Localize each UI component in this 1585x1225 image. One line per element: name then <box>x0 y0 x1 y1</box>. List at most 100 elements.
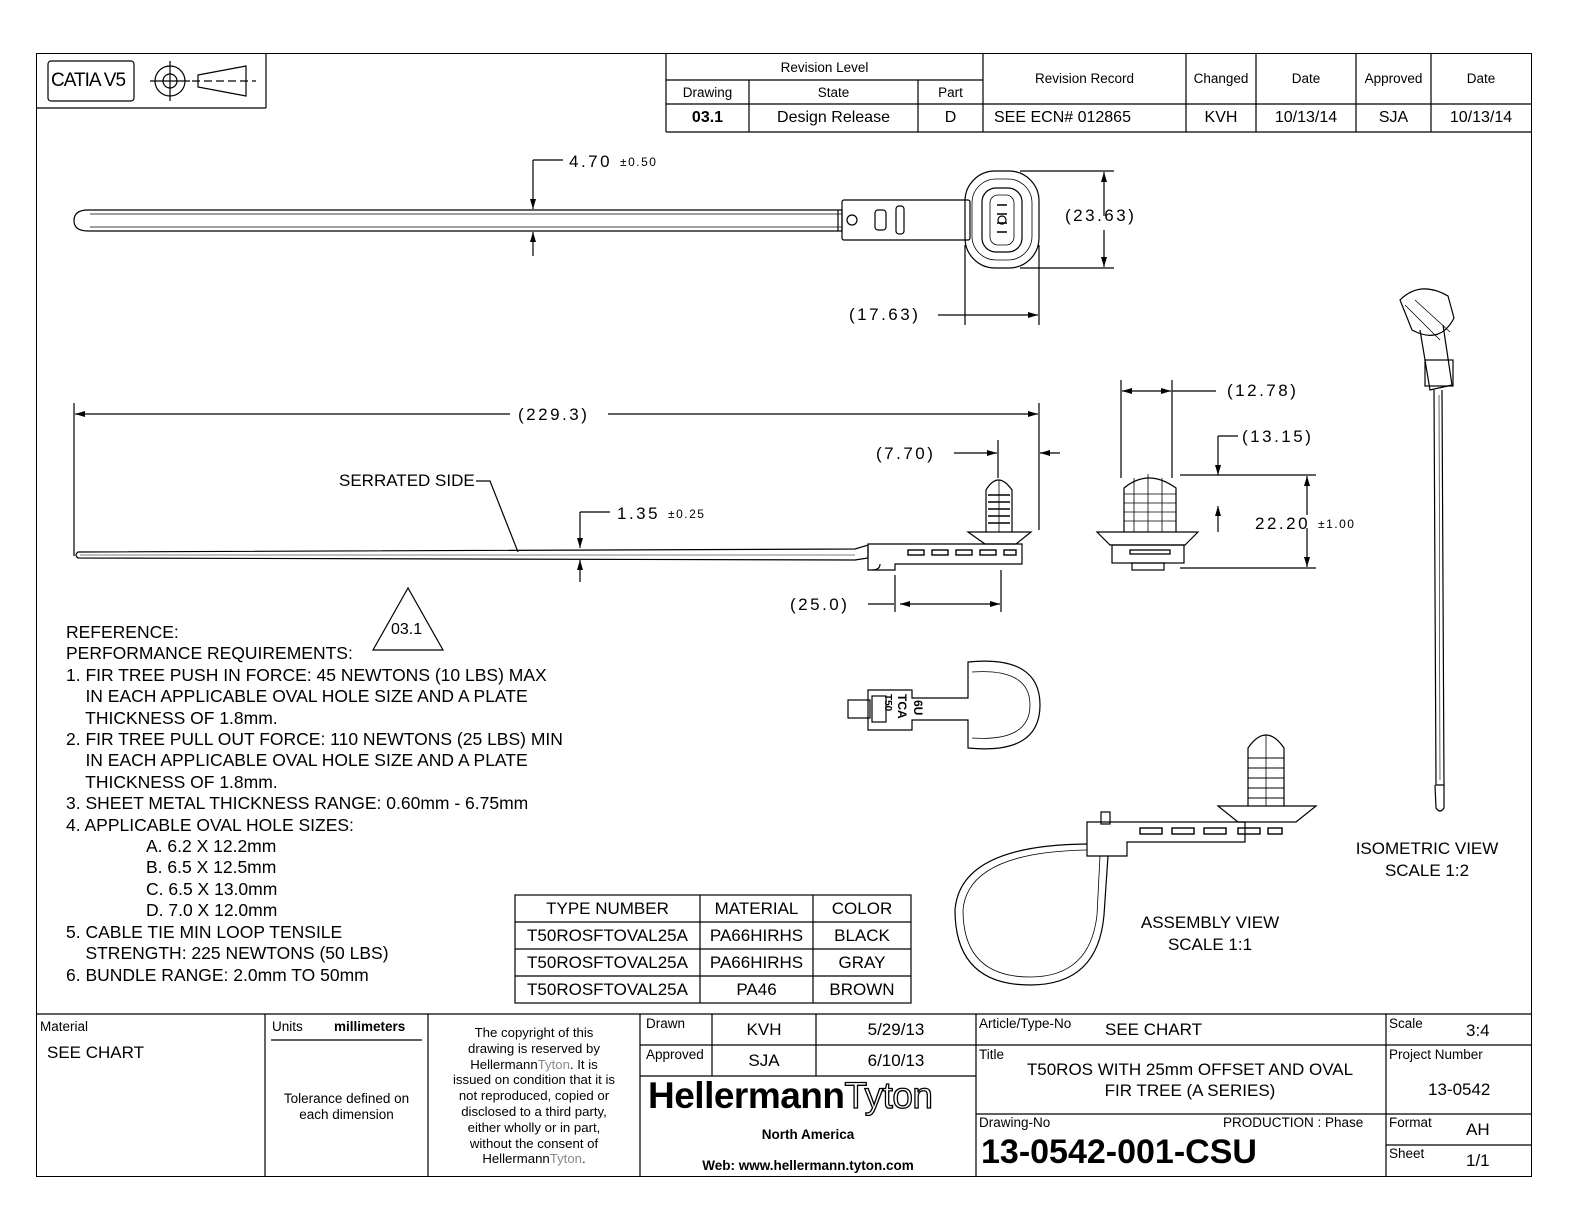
title-label: Title <box>979 1047 1005 1062</box>
assembly-view <box>954 734 1318 986</box>
revision-record-label: Revision Record <box>1034 71 1135 86</box>
drawing-value: 03.1 <box>691 109 724 126</box>
drawing-label: Drawing <box>682 85 733 100</box>
note-line: 1. FIR TREE PUSH IN FORCE: 45 NEWTONS (1… <box>66 664 547 685</box>
approved-by-label: Approved <box>646 1047 704 1062</box>
note-line: PERFORMANCE REQUIREMENTS: <box>66 643 353 664</box>
dim-head-height: (23.63) <box>1065 206 1137 225</box>
changed-label: Changed <box>1193 71 1249 86</box>
table-cell: GRAY <box>838 953 886 972</box>
title-block-lines <box>36 1013 1532 1177</box>
copyright-line: disclosed to a third party, <box>461 1103 607 1119</box>
note-line: THICKNESS OF 1.8mm. <box>66 707 278 728</box>
note-line: IN EACH APPLICABLE OVAL HOLE SIZE AND A … <box>66 750 528 771</box>
dim-tree-width-b: (13.15) <box>1242 427 1314 446</box>
units-value: millimeters <box>334 1019 406 1034</box>
note-line: 4. APPLICABLE OVAL HOLE SIZES: <box>66 814 354 835</box>
copyright-company: Hellermann <box>470 1056 538 1072</box>
copyright-line: The copyright of this <box>474 1025 594 1040</box>
performance-notes: REFERENCE: PERFORMANCE REQUIREMENTS: 1. … <box>66 622 563 986</box>
note-line: C. 6.5 X 13.0mm <box>146 878 278 899</box>
dim-tree-width-a: (12.78) <box>1227 381 1299 400</box>
material-label: Material <box>40 1019 89 1034</box>
project-number-label: Project Number <box>1389 1047 1483 1062</box>
assembly-view-scale: SCALE 1:1 <box>1167 935 1253 954</box>
part-label: Part <box>938 85 963 100</box>
drawn-date: 5/29/13 <box>867 1020 925 1039</box>
copyright-line: without the consent of <box>469 1135 599 1151</box>
article-label: Article/Type-No <box>979 1016 1072 1031</box>
head-bottom-view <box>847 660 1041 750</box>
copyright-line: issued on condition that it is <box>452 1072 615 1088</box>
copyright-line: either wholly or in part, <box>467 1119 601 1135</box>
table-cell: BROWN <box>829 980 895 999</box>
head-marking-2: TCA <box>895 694 909 719</box>
note-line: 5. CABLE TIE MIN LOOP TENSILE <box>66 921 343 942</box>
table-header-type: TYPE NUMBER <box>546 899 669 918</box>
note-line: REFERENCE: <box>66 622 179 642</box>
assembly-view-title: ASSEMBLY VIEW <box>1140 913 1280 932</box>
note-line: 6. BUNDLE RANGE: 2.0mm TO 50mm <box>66 964 369 985</box>
table-cell: T50ROSFTOVAL25A <box>527 953 688 972</box>
scale-label: Scale <box>1389 1016 1423 1031</box>
note-line: STRENGTH: 225 NEWTONS (50 LBS) <box>66 943 389 964</box>
phase-label: PRODUCTION : Phase <box>1223 1115 1364 1130</box>
sheet-value: 1/1 <box>1466 1151 1490 1170</box>
table-cell: BLACK <box>834 926 890 945</box>
table-header-material: MATERIAL <box>714 899 799 918</box>
top-view <box>73 159 1114 325</box>
note-line: IN EACH APPLICABLE OVAL HOLE SIZE AND A … <box>66 686 528 707</box>
part-value: D <box>944 109 957 126</box>
changed-value: KVH <box>1204 109 1238 126</box>
company-logo: HellermannTyton <box>648 1074 934 1117</box>
catia-label: CATIA V5 <box>51 70 126 91</box>
region-label: North America <box>761 1127 855 1142</box>
table-cell: T50ROSFTOVAL25A <box>527 926 688 945</box>
dim-thickness-top-tol: ±0.50 <box>620 155 658 169</box>
article-value: SEE CHART <box>1105 1020 1202 1039</box>
revision-level-label: Revision Level <box>780 60 869 75</box>
revision-table-lines <box>665 53 1532 133</box>
type-table-lines <box>514 894 912 1004</box>
head-marking-1: T50 <box>882 694 893 712</box>
table-cell: PA46 <box>736 980 777 999</box>
dim-overall-length: (229.3) <box>518 405 590 424</box>
drawing-frame <box>36 53 1532 1177</box>
side-view <box>73 403 1060 612</box>
revision-triangle-label: 03.1 <box>391 621 423 638</box>
table-cell: PA66HIRHS <box>709 926 804 945</box>
table-cell: T50ROSFTOVAL25A <box>527 980 688 999</box>
copyright-notice: The copyright of this drawing is reserve… <box>428 1025 640 1167</box>
state-label: State <box>817 85 850 100</box>
isometric-view-scale: SCALE 1:2 <box>1384 861 1470 880</box>
logo-text-bold: Hellermann <box>648 1075 845 1116</box>
dim-thickness-top: 4.70 <box>569 152 613 171</box>
revision-record-value: SEE ECN# 012865 <box>994 109 1131 126</box>
web-label: Web: www.hellermann.tyton.com <box>702 1158 914 1173</box>
units-label: Units <box>272 1019 303 1034</box>
copyright-line: HellermannTyton. <box>482 1151 586 1167</box>
logo-text-outline: Tyton <box>844 1074 934 1116</box>
table-header-color: COLOR <box>831 899 893 918</box>
state-value: Design Release <box>777 109 890 126</box>
approved-label: Approved <box>1364 71 1423 86</box>
end-view <box>1095 380 1316 571</box>
copyright-line: drawing is reserved by <box>468 1040 600 1056</box>
format-label: Format <box>1389 1115 1432 1130</box>
note-line: 3. SHEET METAL THICKNESS RANGE: 0.60mm -… <box>66 793 529 814</box>
approved-by: SJA <box>748 1051 780 1070</box>
isometric-view-title: ISOMETRIC VIEW <box>1355 839 1499 858</box>
copyright-company-suffix: Tyton <box>537 1056 570 1072</box>
dim-strap-thickness: 1.35 <box>617 504 661 523</box>
note-line: 2. FIR TREE PULL OUT FORCE: 110 NEWTONS … <box>66 729 563 750</box>
material-value: SEE CHART <box>47 1043 144 1062</box>
copyright-company: Hellermann <box>482 1151 550 1167</box>
projection-symbol-icon <box>150 61 256 101</box>
tolerance-line1: Tolerance defined on <box>283 1091 410 1106</box>
head-marking-3: 6U <box>911 700 925 716</box>
approved-date: 6/10/13 <box>867 1051 925 1070</box>
dim-tree-offset-small: (7.70) <box>876 444 936 463</box>
title-line2: FIR TREE (A SERIES) <box>1104 1081 1276 1100</box>
copyright-tail: . It is <box>569 1056 598 1072</box>
